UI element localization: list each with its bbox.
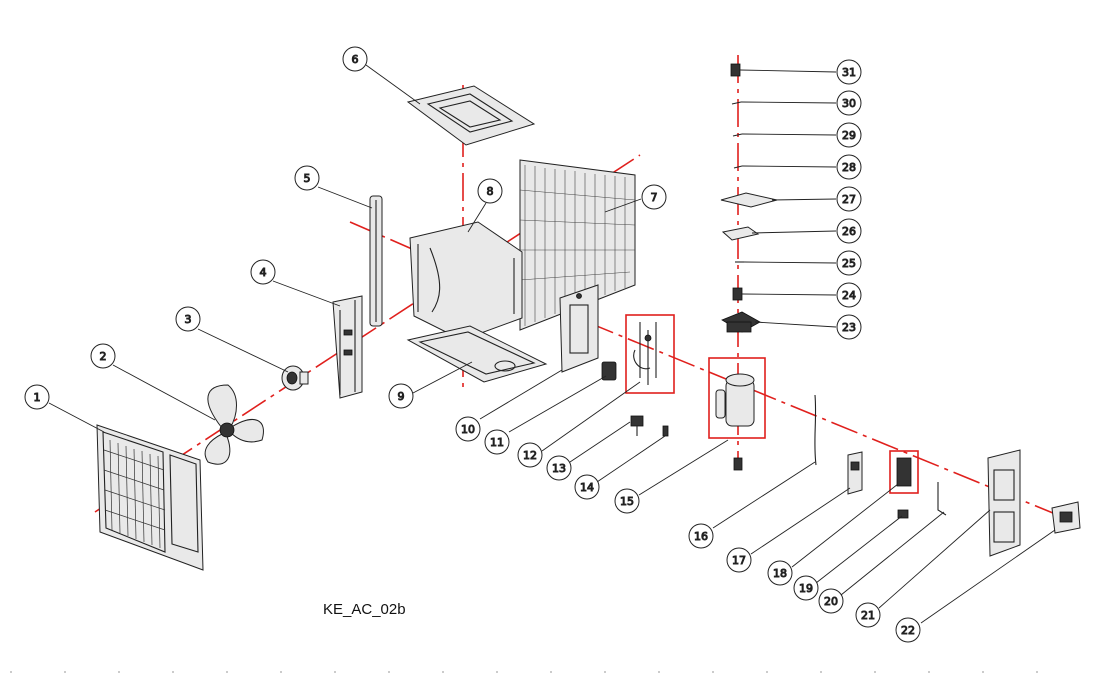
svg-text:6: 6 xyxy=(352,53,359,66)
part-motor-bracket xyxy=(332,295,363,399)
callout-6: 6 xyxy=(342,46,368,72)
part-base-plate xyxy=(406,325,548,383)
figure-caption: KE_AC_02b xyxy=(323,601,406,618)
part-capacitor xyxy=(601,361,617,381)
part-terminal-board xyxy=(847,451,863,495)
part-side-panel xyxy=(987,449,1021,557)
svg-text:4: 4 xyxy=(260,266,267,279)
leader-lines xyxy=(48,64,1056,624)
part-sensor xyxy=(937,482,947,516)
callout-28: 28 xyxy=(836,154,862,180)
callout-3: 3 xyxy=(175,306,201,332)
callout-9: 9 xyxy=(388,383,414,409)
part-front-grille xyxy=(96,424,204,571)
part-cable xyxy=(814,394,817,466)
callout-14: 14 xyxy=(574,474,600,500)
svg-text:14: 14 xyxy=(580,481,594,494)
callout-10: 10 xyxy=(455,416,481,442)
parts xyxy=(96,63,1081,571)
svg-text:13: 13 xyxy=(552,462,566,475)
part-clip-26 xyxy=(721,226,760,241)
callout-1: 1 xyxy=(24,384,50,410)
svg-text:29: 29 xyxy=(842,129,856,142)
part-partition xyxy=(559,284,599,373)
svg-text:20: 20 xyxy=(824,595,838,608)
part-top-cover xyxy=(406,85,536,146)
svg-text:2: 2 xyxy=(100,350,107,363)
part-screw-29 xyxy=(732,133,743,137)
part-connector-31 xyxy=(730,63,741,77)
callout-31: 31 xyxy=(836,59,862,85)
callout-22: 22 xyxy=(895,617,921,643)
callout-11: 11 xyxy=(484,429,510,455)
svg-text:5: 5 xyxy=(304,172,311,185)
callout-4: 4 xyxy=(250,259,276,285)
part-bracket-24 xyxy=(732,287,743,301)
svg-text:12: 12 xyxy=(523,449,537,462)
callout-7: 7 xyxy=(641,184,667,210)
svg-text:23: 23 xyxy=(842,321,856,334)
part-four-way-valve xyxy=(633,322,657,385)
highlight-box-15 xyxy=(708,357,766,439)
svg-text:16: 16 xyxy=(694,530,708,543)
callout-27: 27 xyxy=(836,186,862,212)
part-side-plate xyxy=(409,221,523,341)
callout-18: 18 xyxy=(767,560,793,586)
svg-text:3: 3 xyxy=(185,313,192,326)
svg-text:1: 1 xyxy=(34,391,41,404)
callout-21: 21 xyxy=(855,602,881,628)
part-column xyxy=(369,195,383,327)
part-screw-28 xyxy=(733,165,743,169)
svg-text:10: 10 xyxy=(461,423,475,436)
part-fitting xyxy=(662,425,669,437)
svg-text:30: 30 xyxy=(842,97,856,110)
callout-17: 17 xyxy=(726,547,752,573)
callout-19: 19 xyxy=(793,575,819,601)
callout-25: 25 xyxy=(836,250,862,276)
svg-text:24: 24 xyxy=(842,289,856,302)
svg-text:27: 27 xyxy=(842,193,856,206)
svg-text:21: 21 xyxy=(861,609,875,622)
callout-29: 29 xyxy=(836,122,862,148)
part-sensor-clip xyxy=(897,509,909,519)
part-screw-30 xyxy=(731,101,742,105)
part-valve xyxy=(630,415,644,436)
callout-30: 30 xyxy=(836,90,862,116)
svg-text:25: 25 xyxy=(842,257,856,270)
part-module xyxy=(896,457,912,487)
part-electronic-box xyxy=(721,311,761,333)
callout-23: 23 xyxy=(836,314,862,340)
svg-text:7: 7 xyxy=(651,191,658,204)
svg-text:17: 17 xyxy=(732,554,746,567)
callout-5: 5 xyxy=(294,165,320,191)
highlight-box-18 xyxy=(889,450,919,494)
callout-20: 20 xyxy=(818,588,844,614)
svg-text:15: 15 xyxy=(620,495,634,508)
callout-26: 26 xyxy=(836,218,862,244)
callout-16: 16 xyxy=(688,523,714,549)
part-compressor xyxy=(715,373,755,471)
svg-text:28: 28 xyxy=(842,161,856,174)
svg-text:18: 18 xyxy=(773,567,787,580)
callout-13: 13 xyxy=(546,455,572,481)
highlight-box-12 xyxy=(625,314,675,394)
part-handle xyxy=(1051,501,1081,534)
callouts: 1 2 3 4 5 6 7 8 9 10 11 12 13 14 15 16 1… xyxy=(24,46,921,643)
svg-text:31: 31 xyxy=(842,66,856,79)
svg-text:9: 9 xyxy=(398,390,405,403)
svg-text:8: 8 xyxy=(487,185,494,198)
part-plate-27 xyxy=(720,192,778,208)
callout-2: 2 xyxy=(90,343,116,369)
svg-text:11: 11 xyxy=(490,436,504,449)
callout-15: 15 xyxy=(614,488,640,514)
svg-text:26: 26 xyxy=(842,225,856,238)
svg-text:19: 19 xyxy=(799,582,813,595)
callout-24: 24 xyxy=(836,282,862,308)
callout-8: 8 xyxy=(477,178,503,204)
svg-text:22: 22 xyxy=(901,624,915,637)
part-fan-motor xyxy=(281,365,309,391)
part-fan-blade xyxy=(204,384,264,465)
callout-12: 12 xyxy=(517,442,543,468)
